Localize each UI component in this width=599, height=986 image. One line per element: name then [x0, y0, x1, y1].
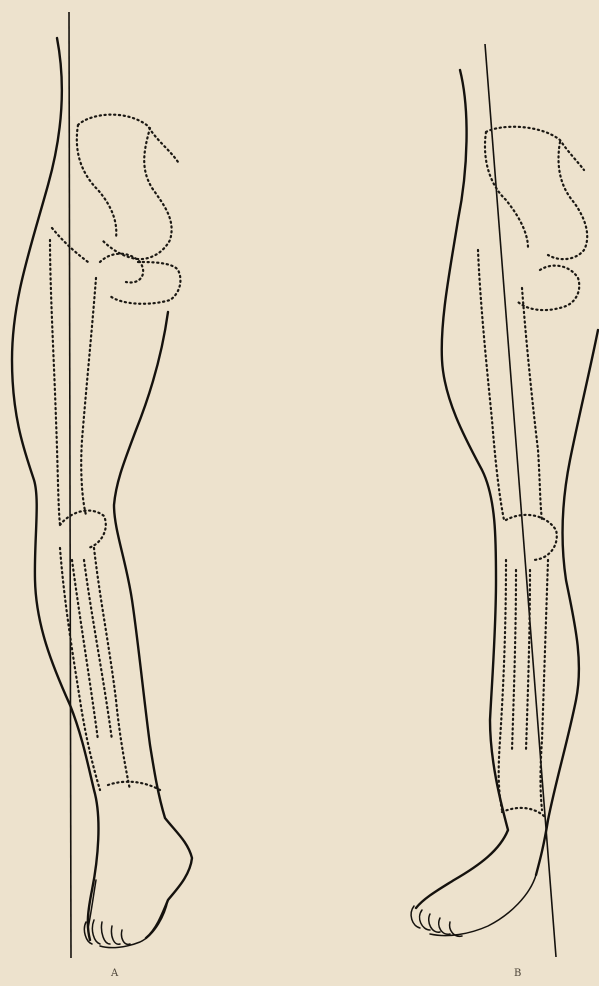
figure-b-tibia — [499, 560, 548, 816]
figure-b-lateral-contour — [416, 70, 508, 908]
figure-a-tibia — [60, 548, 160, 790]
figure-b-femur — [478, 250, 557, 560]
figure-a-toes — [84, 920, 130, 944]
figure-a-foot — [88, 880, 168, 948]
figure-a — [12, 12, 192, 958]
figure-a-pelvis — [52, 115, 180, 304]
figure-b — [411, 44, 598, 957]
figure-a-femur — [50, 240, 106, 548]
figure-b-medial-contour — [536, 330, 598, 875]
figure-a-caption: A — [111, 968, 118, 980]
figure-b-toes — [411, 906, 462, 936]
figure-b-plumb-line — [485, 44, 556, 957]
figure-a-medial-contour — [114, 312, 192, 938]
figure-b-caption: B — [514, 968, 521, 980]
figure-b-pelvis — [485, 127, 587, 310]
figure-a-plumb-line — [69, 12, 71, 958]
